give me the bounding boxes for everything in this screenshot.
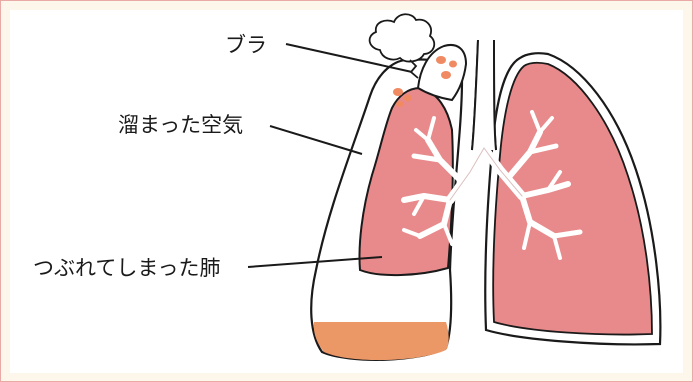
- label-bulla: ブラ: [225, 33, 267, 57]
- pleural-fluid: [314, 322, 449, 360]
- right-lung: [493, 63, 652, 335]
- trapped-air-pointer-line: [270, 126, 362, 154]
- label-trapped-air: 溜まった空気: [118, 113, 243, 137]
- label-collapsed-lung: つぶれてしまった肺: [33, 256, 221, 280]
- ruptured-bulla-cloud: [370, 14, 435, 61]
